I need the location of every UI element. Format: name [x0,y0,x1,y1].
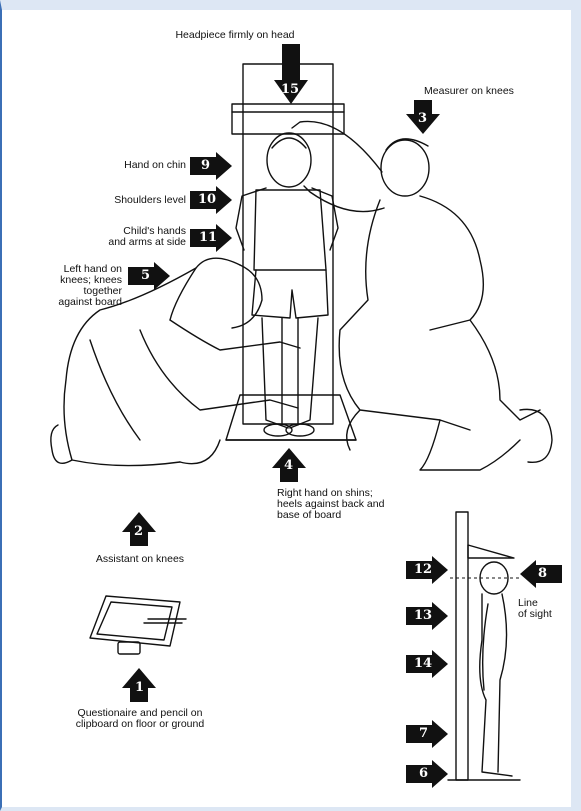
clipboard-drawing [90,596,186,654]
arrow-5: 5 [128,262,170,290]
arrow-3: 3 [406,100,440,134]
arrow-7: 7 [406,720,448,748]
number-13: 13 [414,608,432,623]
number-9: 9 [201,158,210,173]
arrow-4: 4 [272,448,306,482]
arrow-14: 14 [406,650,448,678]
number-8: 8 [538,566,547,581]
arrow-2: 2 [122,512,156,546]
label-questionaire: Questionaire and pencil on clipboard on … [50,708,230,730]
number-12: 12 [414,562,432,577]
label-assistant: Assistant on knees [70,554,210,565]
arrow-13: 13 [406,602,448,630]
number-10: 10 [198,192,216,207]
arrow-1: 1 [122,668,156,702]
label-questionaire-line2: clipboard on floor or ground [50,719,230,730]
arrow-6: 6 [406,760,448,788]
number-4: 4 [284,458,293,473]
label-right-hand: Right hand on shins; heels against back … [277,488,437,521]
number-2: 2 [134,524,143,539]
measuring-board [226,64,356,440]
label-headpiece: Headpiece firmly on head [160,30,310,41]
label-hands-arms-line2: and arms at side [80,237,186,248]
label-shoulders-level: Shoulders level [90,195,186,206]
child-figure [236,133,338,436]
label-left-hand: Left hand on knees; knees together again… [30,264,122,308]
number-11: 11 [199,230,217,245]
label-hands-arms: Child's hands and arms at side [80,226,186,248]
label-line-of-sight-line2: of sight [518,609,570,620]
side-view-drawing [448,512,520,780]
label-left-hand-line4: against board [30,297,122,308]
arrow-12: 12 [406,556,448,584]
number-5: 5 [141,268,150,283]
number-3: 3 [418,111,427,126]
number-15: 15 [281,82,299,97]
number-6: 6 [419,766,428,781]
arrow-11: 11 [190,224,232,252]
measurer-figure [292,121,552,470]
arrow-10: 10 [190,186,232,214]
number-7: 7 [419,726,428,741]
number-1: 1 [135,680,144,695]
label-line-of-sight: Line of sight [518,598,570,620]
label-measurer: Measurer on knees [404,86,534,97]
arrow-9: 9 [190,152,232,180]
label-hand-on-chin: Hand on chin [90,160,186,171]
label-right-hand-line3: base of board [277,510,437,521]
arrow-15: 15 [274,44,308,104]
number-14: 14 [414,656,432,671]
arrow-8: 8 [520,560,562,588]
